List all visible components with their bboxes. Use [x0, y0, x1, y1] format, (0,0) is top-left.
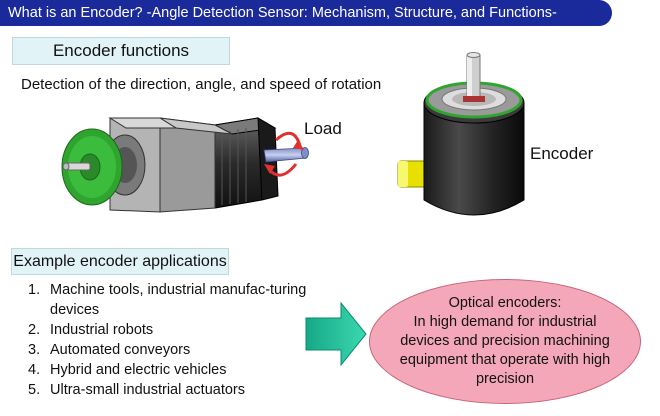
- section-heading-functions: Encoder functions: [12, 37, 230, 65]
- callout-heading: Optical encoders:: [448, 295, 562, 311]
- list-item-text: Automated conveyors: [50, 342, 191, 358]
- list-item: 5. Ultra-small industrial actuators: [28, 380, 320, 400]
- list-item: 4. Hybrid and electric vehicles: [28, 360, 320, 380]
- applications-list: 1. Machine tools, industrial manufac-turi…: [28, 280, 320, 400]
- motor-encoder-illustration: [61, 117, 309, 213]
- section-heading-applications: Example encoder applications: [11, 248, 229, 275]
- load-label: Load: [304, 119, 342, 138]
- list-item-text: Ultra-small industrial actuators: [50, 382, 246, 398]
- page-title: What is an Encoder? -Angle Detection Sen…: [8, 5, 557, 21]
- optical-encoder-callout: Optical encoders: In high demand for ind…: [369, 279, 641, 404]
- list-item: 1. Machine tools, industrial manufac-turi…: [28, 280, 320, 320]
- encoder-illustration: [397, 52, 525, 216]
- arrow-right-icon: [305, 301, 367, 367]
- list-item-number: 3.: [28, 342, 41, 358]
- list-item-text: Hybrid and electric vehicles: [50, 362, 227, 378]
- list-item-text: Industrial robots: [50, 322, 154, 338]
- section-heading-applications-label: Example encoder applications: [13, 253, 227, 270]
- section-heading-functions-label: Encoder functions: [52, 41, 190, 60]
- list-item-number: 4.: [28, 362, 41, 378]
- list-item: 2. Industrial robots: [28, 320, 320, 340]
- functions-description: Detection of the direction, angle, and s…: [21, 76, 382, 93]
- list-item-number: 5.: [28, 382, 41, 398]
- list-item-number: 2.: [28, 322, 41, 338]
- list-item-text: Machine tools, industrial manufac-turing…: [50, 282, 307, 318]
- encoder-label: Encoder: [530, 144, 594, 163]
- list-item-number: 1.: [28, 282, 41, 298]
- title-bar: What is an Encoder? -Angle Detection Sen…: [0, 0, 612, 26]
- callout-body: In high demand for industrial devices an…: [399, 314, 611, 387]
- list-item: 3. Automated conveyors: [28, 340, 320, 360]
